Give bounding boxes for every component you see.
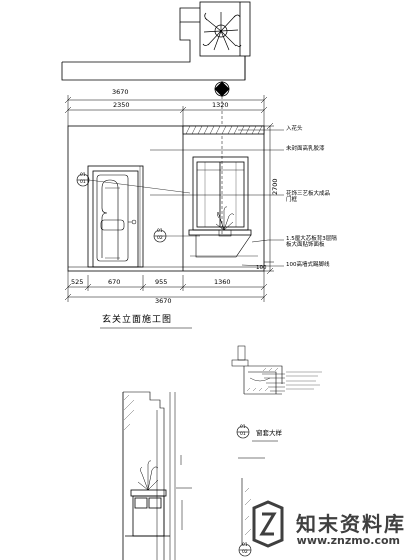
right-dimension-line (264, 122, 274, 275)
section-marker-1 (76, 173, 191, 194)
marker-2-top: 01 (157, 229, 163, 234)
door-handle-icon (128, 219, 137, 225)
dim-top-total: 3670 (112, 88, 129, 96)
plant-elevation-icon (215, 206, 235, 237)
dim-right-small: 100 (256, 265, 267, 271)
dim-top-left: 2350 (113, 101, 130, 109)
section-marker-2 (153, 229, 200, 243)
marker-4-bottom: 02 (242, 550, 248, 555)
section-hatch (123, 394, 135, 431)
window-detail (231, 345, 322, 395)
dim-bottom-3: 955 (155, 278, 168, 286)
dim-bottom-4: 1360 (214, 278, 231, 286)
north-arrow-icon (214, 81, 230, 235)
marker-2-bottom: 02 (157, 236, 163, 241)
marker-3-top: 01 (240, 425, 246, 430)
callout-3: 花饰三艺板大成品门框 (286, 191, 331, 203)
top-dimension-line (64, 95, 268, 126)
elevation-title: 玄关立面施工图 (102, 315, 173, 325)
callout-5: 100高墙式踢脚线 (286, 262, 330, 268)
door-carving-icon (96, 174, 129, 262)
plan-view (61, 1, 251, 81)
plant-plan-symbol (202, 12, 242, 51)
elevation-frame (67, 125, 265, 272)
marker-3-bottom: 01 (240, 432, 246, 437)
section-plant-icon (137, 460, 159, 491)
dim-top-right: 1320 (212, 101, 229, 109)
callout-4: 1.5厘大芯板背3层隔板大面贴饰面板 (286, 236, 337, 248)
callout-leaders (150, 129, 284, 267)
watermark-name: 知末资料库 (296, 512, 406, 536)
detail-fragment (238, 457, 265, 557)
dim-right-main: 2700 (271, 178, 279, 195)
dim-bottom-1: 525 (71, 278, 84, 286)
watermark-logo-icon (252, 500, 284, 548)
dim-bottom-total: 3670 (155, 297, 172, 305)
door-elevation (87, 165, 144, 268)
callout-1: 入花头 (286, 126, 303, 132)
bottom-dimension-line (64, 271, 268, 302)
section-view (122, 391, 192, 560)
dim-bottom-2: 670 (108, 278, 121, 286)
marker-1-bottom: 01 (80, 180, 86, 185)
watermark-url: www.znzmo.com (296, 534, 400, 547)
window-elevation (188, 156, 258, 258)
callout-2: 未封面高乳胶漆 (286, 146, 325, 152)
detail-title: 窗套大样 (256, 429, 282, 437)
detail-marker (236, 425, 278, 442)
marker-4-top: 01 (242, 543, 248, 548)
marker-1-top: 01 (80, 173, 86, 178)
